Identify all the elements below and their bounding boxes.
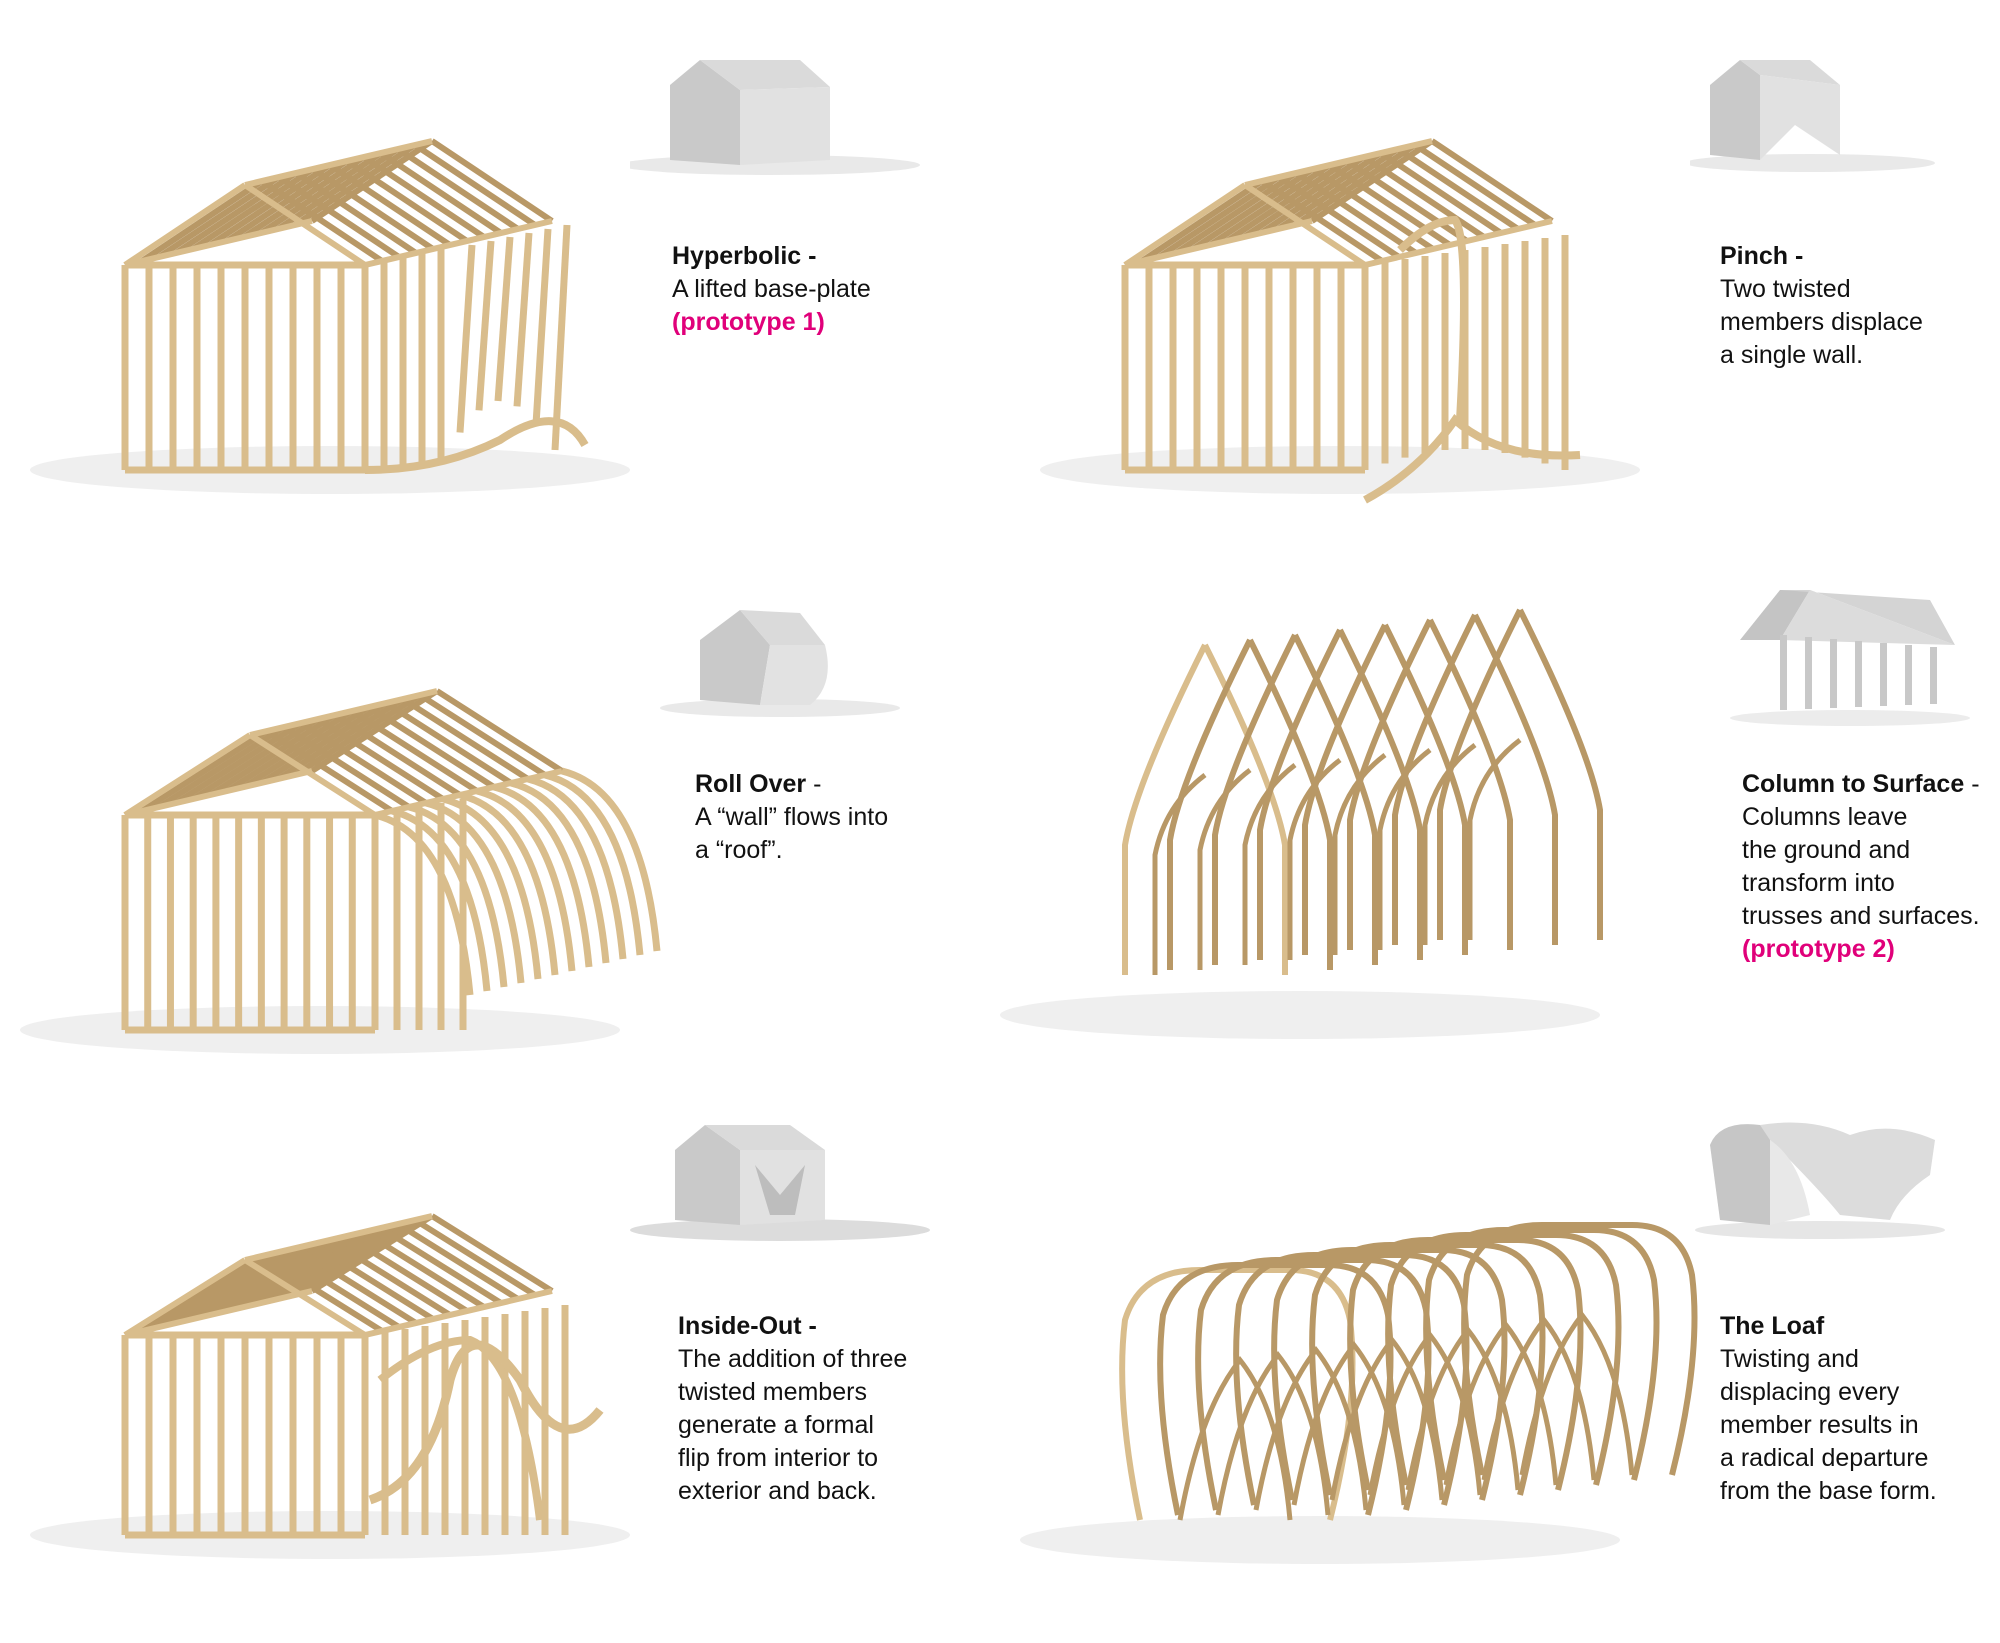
massing-thumbnail-icon	[1690, 1115, 1970, 1245]
caption-line: member results in	[1720, 1409, 1937, 1442]
caption-line: transform into	[1742, 867, 1980, 900]
panel-inside-out: Inside-Out - The addition of three twist…	[0, 1080, 1000, 1620]
caption-pinch: Pinch - Two twisted members displace a s…	[1720, 240, 1923, 372]
caption-line: a single wall.	[1720, 339, 1923, 372]
caption-line: exterior and back.	[678, 1475, 907, 1508]
caption-title: The Loaf	[1720, 1312, 1824, 1340]
massing-thumbnail-icon	[1720, 580, 1990, 730]
caption-title: Inside-Out	[678, 1312, 802, 1340]
caption-roll-over: Roll Over - A “wall” flows into a “roof”…	[695, 768, 888, 867]
caption-line: a radical departure	[1720, 1442, 1937, 1475]
massing-thumbnail-icon	[630, 55, 930, 185]
caption-title: Roll Over	[695, 770, 806, 798]
caption-line: twisted members	[678, 1376, 907, 1409]
caption-line: A lifted base-plate	[672, 273, 871, 306]
caption-inside-out: Inside-Out - The addition of three twist…	[678, 1310, 907, 1508]
massing-thumbnail-icon	[1690, 55, 1950, 175]
caption-line: the ground and	[1742, 834, 1980, 867]
panel-the-loaf: The Loaf Twisting and displacing every m…	[1000, 1080, 2000, 1620]
caption-line: from the base form.	[1720, 1475, 1937, 1508]
caption-line: A “wall” flows into	[695, 801, 888, 834]
caption-line: displacing every	[1720, 1376, 1937, 1409]
panel-column-to-surface: Column to Surface - Columns leave the gr…	[1000, 540, 2000, 1080]
caption-line: flip from interior to	[678, 1442, 907, 1475]
caption-line: a “roof”.	[695, 834, 888, 867]
massing-thumbnail-icon	[660, 605, 920, 720]
caption-title: Column to Surface	[1742, 770, 1964, 798]
caption-line: members displace	[1720, 306, 1923, 339]
caption-line: Two twisted	[1720, 273, 1923, 306]
panel-roll-over: Roll Over - A “wall” flows into a “roof”…	[0, 540, 1000, 1080]
caption-line: Columns leave	[1742, 801, 1980, 834]
caption-the-loaf: The Loaf Twisting and displacing every m…	[1720, 1310, 1937, 1508]
caption-title: Hyperbolic	[672, 242, 801, 270]
caption-line: generate a formal	[678, 1409, 907, 1442]
caption-line: trusses and surfaces.	[1742, 900, 1980, 933]
prototype-label: (prototype 1)	[672, 306, 871, 339]
caption-column-to-surface: Column to Surface - Columns leave the gr…	[1742, 768, 1980, 966]
massing-thumbnail-icon	[630, 1120, 930, 1245]
caption-line: The addition of three	[678, 1343, 907, 1376]
prototype-label: (prototype 2)	[1742, 933, 1980, 966]
panel-hyperbolic: Hyperbolic - A lifted base-plate (protot…	[0, 0, 1000, 540]
caption-title: Pinch	[1720, 242, 1788, 270]
caption-line: Twisting and	[1720, 1343, 1937, 1376]
caption-hyperbolic: Hyperbolic - A lifted base-plate (protot…	[672, 240, 871, 339]
panel-pinch: Pinch - Two twisted members displace a s…	[1000, 0, 2000, 540]
